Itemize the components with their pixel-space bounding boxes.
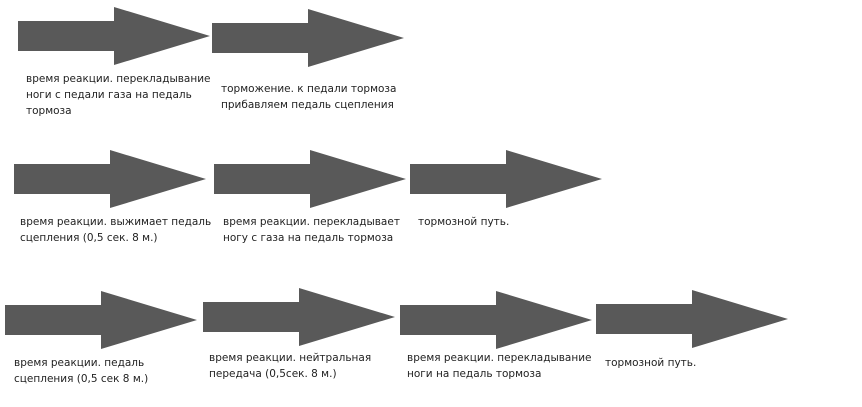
caption-line: сцепления (0,5 сек 8 м.): [14, 373, 149, 385]
arrow-row2-step2: [214, 150, 406, 208]
caption-row1-step1: время реакции. перекладывание ноги с пед…: [26, 71, 211, 119]
caption-line: торможение. к педали тормоза: [221, 83, 397, 95]
caption-line: передача (0,5сек. 8 м.): [209, 368, 337, 380]
caption-line: ногу с газа на педаль тормоза: [223, 232, 394, 244]
caption-line: время реакции. перекладывание: [26, 73, 211, 85]
arrow-row3-step4: [596, 290, 788, 348]
arrow-row2-step3: [410, 150, 602, 208]
caption-row3-step4: тормозной путь.: [605, 355, 696, 371]
arrow-row2-step1: [14, 150, 206, 208]
caption-row2-step1: время реакции. выжимает педаль сцепления…: [20, 214, 211, 246]
caption-line: ноги с педали газа на педаль: [26, 89, 192, 101]
arrow-shape: [214, 150, 406, 208]
caption-line: время реакции. педаль: [14, 357, 145, 369]
caption-line: время реакции. нейтральная: [209, 352, 372, 364]
arrow-shape: [203, 288, 395, 346]
caption-line: тормозной путь.: [418, 216, 510, 228]
caption-line: ноги на педаль тормоза: [407, 368, 542, 380]
arrow-shape: [5, 291, 197, 349]
arrow-shape: [14, 150, 206, 208]
arrow-shape: [410, 150, 602, 208]
arrow-row3-step1: [5, 291, 197, 349]
arrow-row3-step2: [203, 288, 395, 346]
caption-row1-step2: торможение. к педали тормоза прибавляем …: [221, 81, 396, 113]
caption-line: сцепления (0,5 сек. 8 м.): [20, 232, 158, 244]
arrow-row1-step2: [212, 9, 404, 67]
arrow-shape: [18, 7, 210, 65]
caption-line: тормозной путь.: [605, 357, 697, 369]
arrow-row1-step1: [18, 7, 210, 65]
arrow-row3-step3: [400, 291, 592, 349]
arrow-shape: [400, 291, 592, 349]
arrow-shape: [212, 9, 404, 67]
caption-row3-step1: время реакции. педаль сцепления (0,5 сек…: [14, 355, 148, 387]
caption-line: прибавляем педаль сцепления: [221, 99, 394, 111]
arrow-shape: [596, 290, 788, 348]
caption-row3-step3: время реакции. перекладывание ноги на пе…: [407, 350, 592, 382]
caption-row2-step3: тормозной путь.: [418, 214, 509, 230]
caption-line: время реакции. перекладывает: [223, 216, 400, 228]
caption-line: время реакции. перекладывание: [407, 352, 592, 364]
caption-row2-step2: время реакции. перекладывает ногу с газа…: [223, 214, 400, 246]
caption-line: тормоза: [26, 105, 72, 117]
caption-line: время реакции. выжимает педаль: [20, 216, 212, 228]
caption-row3-step2: время реакции. нейтральная передача (0,5…: [209, 350, 371, 382]
